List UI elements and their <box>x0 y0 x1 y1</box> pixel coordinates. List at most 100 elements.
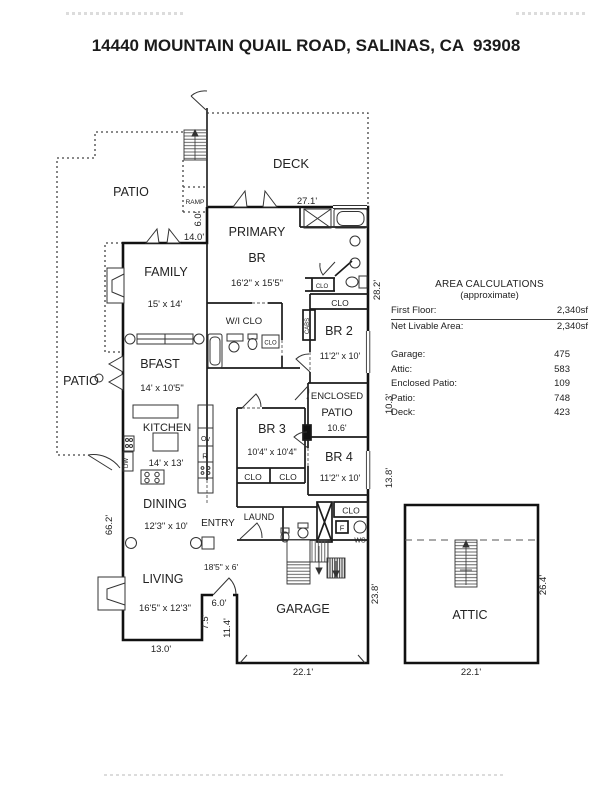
furnace-label: F <box>340 524 345 533</box>
clo-primary-small-label: CLO <box>316 284 329 290</box>
ramp-outline <box>182 160 207 213</box>
family-french-doors <box>144 227 182 244</box>
dimension-labels: 27.1' 28.2' 6.0' 14.0' 10.3' 13.8' 66.2'… <box>104 196 549 678</box>
area-row-label: First Floor: <box>391 305 437 316</box>
dim-living-bottom: 13.0' <box>151 644 171 655</box>
br4-label: BR 4 <box>325 450 353 464</box>
range-label: R <box>202 452 208 461</box>
dining-dims: 12'3" x 10' <box>144 521 188 532</box>
living-fireplace <box>97 576 126 611</box>
dim-attic-width: 22.1' <box>461 667 481 678</box>
patio-gate <box>87 454 121 471</box>
clo-hall-label: CLO <box>331 298 349 308</box>
bath2-tub <box>207 333 223 369</box>
dim-ramp-height: 6.0' <box>193 211 204 226</box>
laundry-toilet <box>280 527 290 534</box>
dim-garage-right: 23.8' <box>370 584 381 604</box>
room-labels: DECK PATIO RAMP PRIMARY BR 16'2" x 15'5"… <box>63 156 487 622</box>
door-opening-dashes <box>206 302 535 541</box>
kitchen-appliance <box>123 435 135 452</box>
water-softener-tank <box>353 520 367 534</box>
area-row: Garage: 475 <box>391 348 588 363</box>
laundry-sink-top <box>297 522 309 529</box>
faint-print-text <box>104 774 506 776</box>
area-row-value: 423 <box>554 407 570 418</box>
area-row-label: Deck: <box>391 407 416 418</box>
area-calc-subtitle: (approximate) <box>460 290 519 301</box>
entry-door <box>212 577 237 596</box>
deck-top-door <box>190 90 208 111</box>
area-row-label: Garage: <box>391 349 426 360</box>
br4-door <box>293 431 309 449</box>
toilet-room-door <box>319 261 336 276</box>
garage-stair-landing <box>286 539 311 563</box>
clo-br3-right-label: CLO <box>279 472 297 482</box>
area-row: Attic: 583 <box>391 363 588 378</box>
family-dims: 15' x 14' <box>148 299 183 310</box>
area-calc-title: AREA CALCULATIONS <box>435 279 544 290</box>
hall-dims: 18'5" x 6' <box>204 562 239 572</box>
bfast-patio-doors <box>107 355 124 391</box>
area-calculations-panel: AREA CALCULATIONS (approximate) First Fl… <box>391 279 588 421</box>
garage-label: GARAGE <box>276 602 330 616</box>
dining-column <box>125 537 137 549</box>
area-row-net-livable: Net Livable Area: 2,340sf <box>391 320 588 335</box>
shower <box>303 208 332 229</box>
area-row-first-floor: First Floor: 2,340sf <box>391 304 588 320</box>
primary-french-doors <box>232 189 278 208</box>
br2-label: BR 2 <box>325 324 353 338</box>
area-row-label: Net Livable Area: <box>391 320 464 332</box>
dim-br4-right: 13.8' <box>384 468 395 488</box>
area-row: Patio: 748 <box>391 392 588 407</box>
area-row-value: 475 <box>554 349 570 360</box>
dim-attic-right: 26.4' <box>538 575 549 595</box>
area-row-value: 109 <box>554 378 570 389</box>
interior-walls <box>206 207 369 543</box>
entry-column <box>190 537 202 549</box>
wi-clo-label: W/I CLO <box>226 316 262 327</box>
bath2-clo-box <box>261 334 280 349</box>
dim-garage-width: 22.1' <box>293 667 313 678</box>
dim-right-upper: 28.2' <box>372 280 383 300</box>
dim-deck-width: 27.1' <box>297 196 317 207</box>
attic-outline <box>403 503 540 665</box>
primary-br-label: PRIMARY <box>229 225 286 239</box>
br3-label: BR 3 <box>258 422 286 436</box>
patio-strip-outline <box>104 242 123 353</box>
family-label: FAMILY <box>144 265 188 279</box>
deck-outline <box>207 112 369 207</box>
dishwasher-label: DW <box>124 458 130 468</box>
kitchen-island <box>152 432 179 452</box>
area-row: Enclosed Patio: 109 <box>391 377 588 392</box>
attic-label: ATTIC <box>452 608 487 622</box>
window-markers <box>333 204 371 489</box>
water-softener-label: WS <box>354 538 366 545</box>
kitchen-peninsula <box>132 404 179 419</box>
enclosed-patio-dims: 10.6' <box>327 423 347 433</box>
clo-br3-left-label: CLO <box>244 472 262 482</box>
br3-door <box>241 393 262 409</box>
family-bay-window <box>106 267 125 304</box>
enclosed-patio-label: ENCLOSED <box>311 391 363 402</box>
bfast-label: BFAST <box>140 357 180 371</box>
deck-label: DECK <box>273 156 309 171</box>
enclosed-patio-label2: PATIO <box>321 407 353 419</box>
toilet-bowl <box>345 276 359 288</box>
bath2-vanity <box>226 333 244 342</box>
area-row: Deck: 423 <box>391 406 588 421</box>
enclosed-patio-door <box>294 385 310 401</box>
br2-door <box>295 353 311 373</box>
area-row-value: 2,340sf <box>556 320 588 332</box>
bfast-dims: 14' x 10'5" <box>140 383 183 394</box>
area-row-label: Enclosed Patio: <box>391 378 458 389</box>
dim-step-width: 6.0' <box>211 598 226 609</box>
dim-enclosed-right: 10.3' <box>384 394 395 414</box>
clo-garage-label: CLO <box>342 506 360 516</box>
br3-dims: 10'4" x 10'4" <box>247 447 296 457</box>
area-row-value: 748 <box>554 392 570 404</box>
clo-bath2-label: CLO <box>264 341 277 347</box>
dotted-outlines <box>56 112 369 456</box>
patio-upper-label: PATIO <box>113 185 149 199</box>
